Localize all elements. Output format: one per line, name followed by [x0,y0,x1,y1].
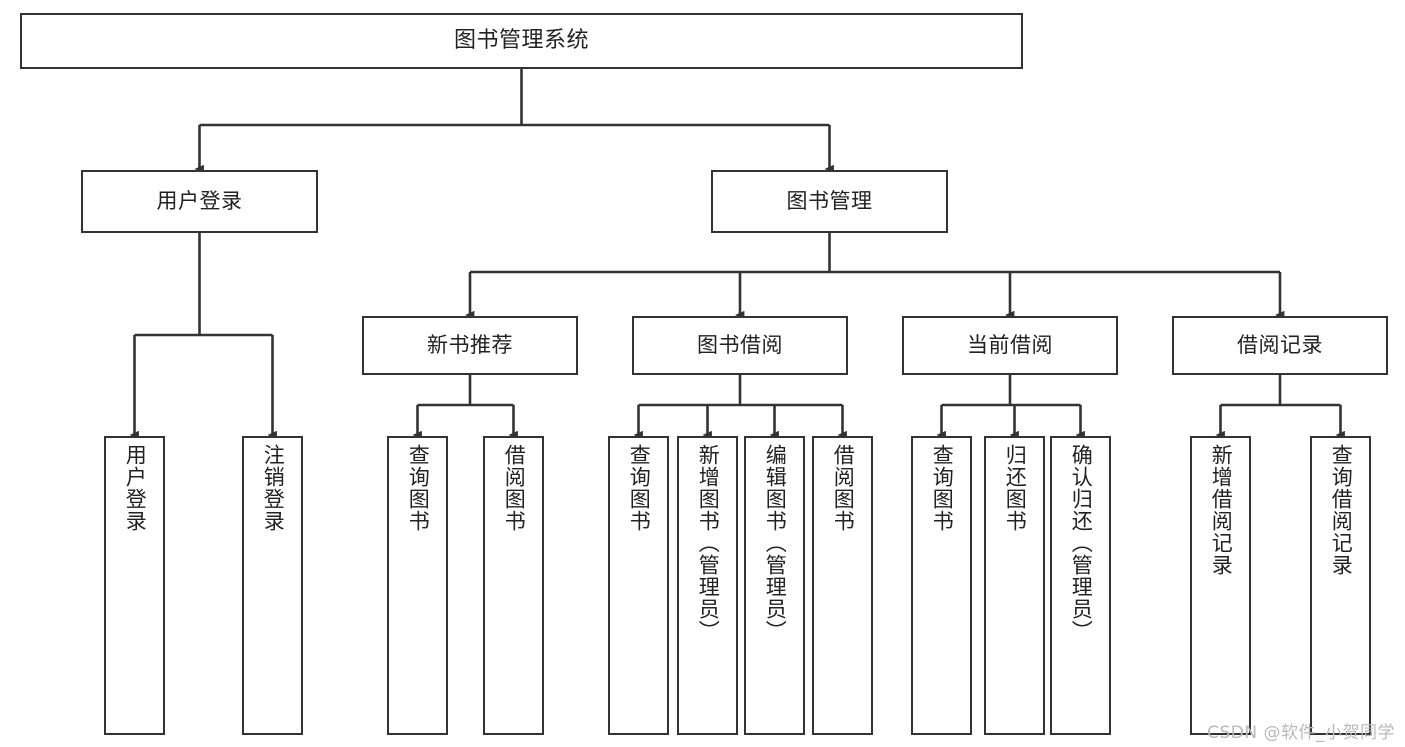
node-label: 查询图书 [627,444,652,532]
node-leaf-add-record[interactable]: 新增借阅记录 [1190,436,1251,735]
node-leaf-query-book-br[interactable]: 查询图书 [608,436,669,735]
watermark-text: CSDN @软件_小贺同学 [1207,723,1395,743]
node-leaf-edit-book[interactable]: 编辑图书（管理员） [744,436,805,735]
node-leaf-user-login[interactable]: 用户登录 [104,436,165,735]
node-borrow-record[interactable]: 借阅记录 [1172,316,1388,375]
node-leaf-borrow-book-br[interactable]: 借阅图书 [812,436,873,735]
node-label: 确认归还（管理员） [1069,444,1094,642]
node-leaf-user-logout[interactable]: 注销登录 [242,436,303,735]
node-label: 用户登录 [123,444,148,532]
node-label: 借阅记录 [1237,333,1323,358]
node-leaf-query-book-rec[interactable]: 查询图书 [387,436,448,735]
node-label: 图书管理系统 [453,28,589,54]
node-label: 注销登录 [261,444,286,532]
node-label: 新增借阅记录 [1209,444,1234,576]
node-label: 当前借阅 [967,333,1053,358]
connector-edges [129,69,1345,440]
node-leaf-confirm-return[interactable]: 确认归还（管理员） [1050,436,1111,735]
node-label: 图书管理 [786,189,873,214]
node-label: 新书推荐 [427,333,513,358]
node-label: 归还图书 [1003,444,1028,532]
node-leaf-query-record[interactable]: 查询借阅记录 [1310,436,1371,735]
node-book-manage[interactable]: 图书管理 [711,170,948,233]
node-label: 借阅图书 [831,444,856,532]
node-label: 查询图书 [930,444,955,532]
node-new-book-rec[interactable]: 新书推荐 [362,316,578,375]
node-label: 查询借阅记录 [1329,444,1354,576]
node-leaf-add-book[interactable]: 新增图书（管理员） [677,436,738,735]
node-label: 用户登录 [156,189,243,214]
node-user-login[interactable]: 用户登录 [81,170,318,233]
node-leaf-borrow-book-rec[interactable]: 借阅图书 [483,436,544,735]
node-leaf-return-book[interactable]: 归还图书 [984,436,1045,735]
node-label: 图书借阅 [697,333,783,358]
node-label: 查询图书 [406,444,431,532]
node-label: 编辑图书（管理员） [763,444,788,642]
node-current-borrow[interactable]: 当前借阅 [902,316,1118,375]
node-root[interactable]: 图书管理系统 [20,13,1023,69]
node-leaf-query-book-cb[interactable]: 查询图书 [911,436,972,735]
node-label: 新增图书（管理员） [696,444,721,642]
node-book-borrow[interactable]: 图书借阅 [632,316,848,375]
node-label: 借阅图书 [502,444,527,532]
